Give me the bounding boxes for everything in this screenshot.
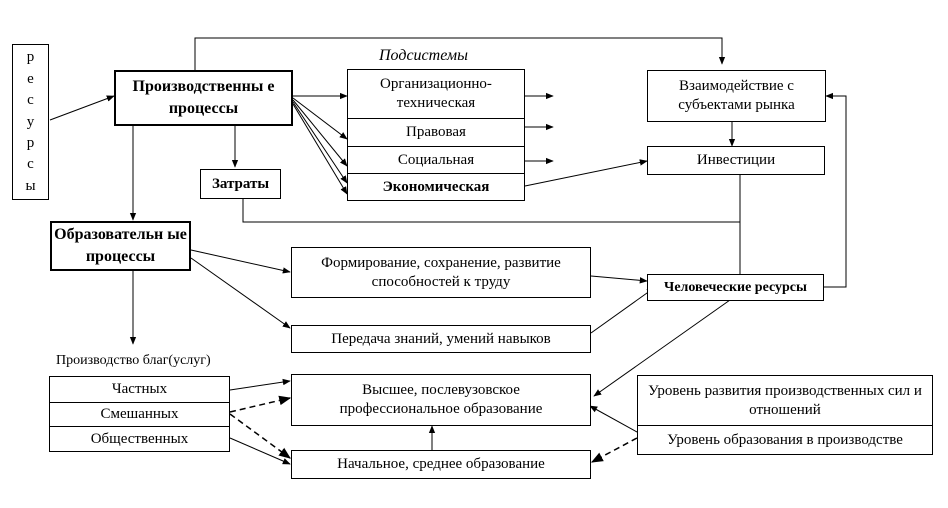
resources-letter: с [27,92,34,109]
line-costs-to-human [242,199,740,223]
costs-box: Затраты [200,169,281,199]
goods-private: Частных [49,376,230,403]
arrow-abilities-to-human [590,275,648,284]
goods-mixed: Смешанных [49,402,230,427]
subsystem-economic: Экономическая [347,173,525,201]
higher-education-box: Высшее, послевузовское профессиональное … [291,374,591,426]
basic-education-box: Начальное, среднее образование [291,450,591,479]
arrow-production-to-legal [292,97,348,140]
resources-box: р е с у р с ы [12,44,49,200]
resources-letter: у [26,113,35,130]
goods-public-label: Общественных [90,430,189,447]
goods-public: Общественных [49,426,230,452]
arrow-education-to-knowledge [190,257,291,329]
market-interaction-label: Взаимодействие с субъектами рынка [678,78,795,113]
goods-title: Производство благ(услуг) [56,353,211,368]
arrow-education-to-abilities [190,249,291,274]
basic-education-label: Начальное, среднее образование [337,456,545,472]
arrow-level-to-basic [590,437,638,463]
subsystem-economic-label: Экономическая [382,178,490,195]
subsystem-social: Социальная [347,146,525,174]
arrow-production-to-social [292,99,348,167]
resources-letter: е [27,70,34,87]
education-level-box: Уровень образования в производстве [637,425,933,455]
resources-letter: р [26,134,35,151]
subsystem-legal: Правовая [347,118,525,147]
arrow-level-to-higher [589,405,638,433]
development-level-label: Уровень развития производственных сил и … [648,382,922,418]
investments-box: Инвестиции [647,146,825,175]
knowledge-transfer-label: Передача знаний, умений навыков [331,330,551,347]
human-resources-label: Человеческие ресурсы [664,280,807,295]
arrow-private-to-higher [229,378,291,391]
goods-mixed-label: Смешанных [100,406,179,422]
arrow-knowledge-to-human [590,287,655,334]
arrow-mixed-to-basic [229,413,291,459]
subsystem-legal-label: Правовая [406,124,466,140]
market-interaction-box: Взаимодействие с субъектами рынка [647,70,826,122]
higher-education-label: Высшее, послевузовское профессиональное … [339,382,543,417]
knowledge-transfer-box: Передача знаний, умений навыков [291,325,591,353]
abilities-box: Формирование, сохранение, развитие спосо… [291,247,591,298]
arrow-human-to-market [824,92,847,288]
arrow-public-to-basic [229,437,291,465]
goods-private-label: Частных [111,381,168,397]
resources-letter: ы [25,177,36,194]
production-processes-label: Производственны е процессы [132,78,275,117]
subsystems-title: Подсистемы [379,47,468,64]
arrow-resources-to-production [49,95,115,121]
arrow-production-to-economic-2 [292,103,348,195]
development-level-box: Уровень развития производственных сил и … [637,375,933,426]
production-processes-box: Производственны е процессы [114,70,293,126]
subsystem-social-label: Социальная [397,151,475,168]
resources-letter: р [26,49,35,66]
human-resources-box: Человеческие ресурсы [647,274,824,301]
subsystem-org-tech-label: Организационно-техническая [380,76,492,111]
resources-letter: с [27,156,34,173]
abilities-label: Формирование, сохранение, развитие спосо… [321,254,561,290]
arrow-mixed-to-higher [229,395,292,413]
investments-label: Инвестиции [696,152,776,168]
arrow-economic-to-investments [524,159,648,187]
subsystem-org-tech: Организационно-техническая [347,69,525,119]
costs-label: Затраты [211,175,270,192]
educational-processes-box: Образовательн ые процессы [50,221,191,271]
education-level-label: Уровень образования в производстве [667,431,903,448]
arrow-production-to-economic-1 [292,101,348,184]
educational-processes-label: Образовательн ые процессы [54,226,187,265]
